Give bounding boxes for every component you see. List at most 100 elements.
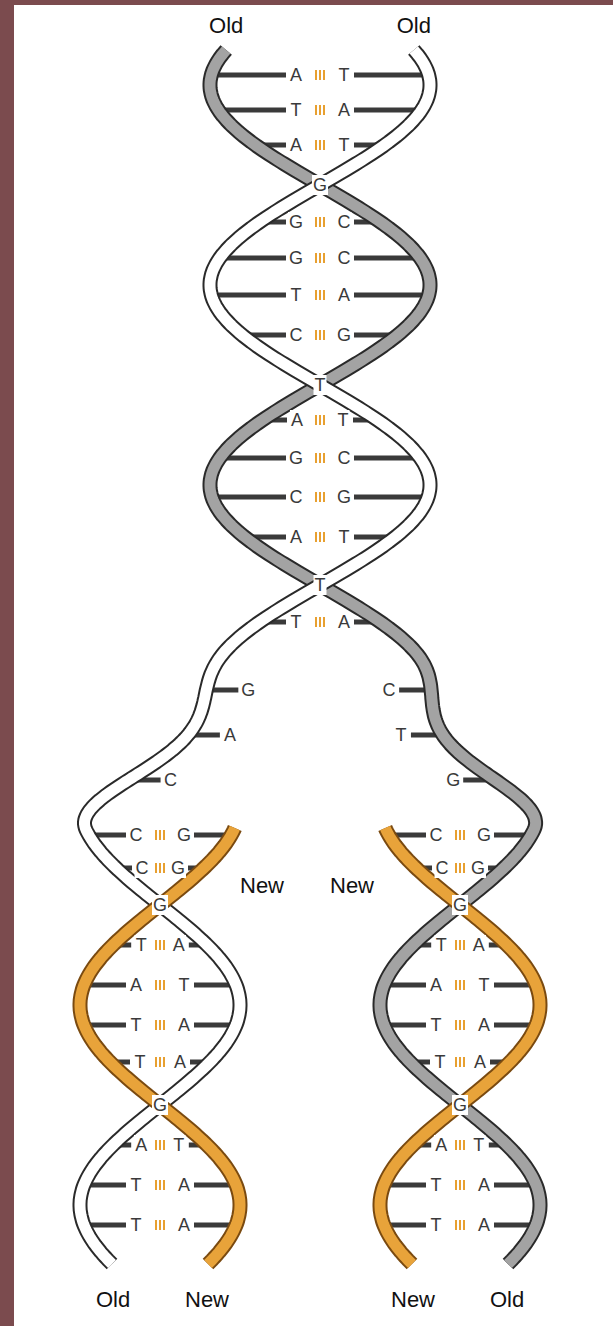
hydrogen-bond (459, 940, 461, 950)
base-letter: A (177, 1175, 191, 1195)
hydrogen-bond (323, 290, 325, 300)
base-letter: T (478, 975, 491, 995)
hydrogen-bond (323, 415, 325, 425)
hydrogen-bond (163, 1180, 165, 1190)
hydrogen-bond (159, 940, 161, 950)
base-letter: A (289, 527, 303, 547)
hydrogen-bond (155, 1020, 157, 1030)
hydrogen-bond (163, 1220, 165, 1230)
hydrogen-bond (459, 830, 461, 840)
hydrogen-bond (463, 1140, 465, 1150)
hydrogen-bond (455, 1220, 457, 1230)
base-letter: A (134, 1135, 148, 1155)
base-letter: A (223, 725, 237, 745)
base-letter: A (173, 1052, 187, 1072)
base-letter: G (336, 325, 352, 345)
hydrogen-bond (323, 330, 325, 340)
hydrogen-bond (319, 217, 321, 227)
hydrogen-bond (455, 1020, 457, 1030)
hydrogen-bond (463, 1020, 465, 1030)
base-letter: A (289, 65, 303, 85)
hydrogen-bond (155, 1057, 157, 1067)
base-letter: T (338, 527, 351, 547)
base-rung (211, 73, 286, 78)
hydrogen-bond (159, 1020, 161, 1030)
base-letter: A (477, 1215, 491, 1235)
base-letter: C (337, 448, 352, 468)
base-letter: A (477, 1015, 491, 1035)
base-letter: T (130, 1215, 143, 1235)
hydrogen-bond (315, 617, 317, 627)
hydrogen-bond (319, 253, 321, 263)
base-letter: C (337, 248, 352, 268)
hydrogen-bond (323, 217, 325, 227)
hydrogen-bond (319, 140, 321, 150)
hydrogen-bond (463, 980, 465, 990)
base-letter: C (429, 825, 444, 845)
base-letter: T (314, 575, 327, 595)
hydrogen-bond (319, 330, 321, 340)
hydrogen-bond (459, 1220, 461, 1230)
hydrogen-bond (163, 830, 165, 840)
hydrogen-bond (163, 980, 165, 990)
base-letter: G (176, 825, 192, 845)
strand-label: Old (490, 1289, 524, 1311)
old-strand (80, 50, 430, 1264)
new-strand (380, 828, 540, 1264)
base-letter: G (336, 487, 352, 507)
hydrogen-bond (159, 863, 161, 873)
strand-label: New (185, 1289, 229, 1311)
base-letter: T (290, 285, 303, 305)
hydrogen-bond (463, 940, 465, 950)
base-letter: T (135, 935, 148, 955)
hydrogen-bond (463, 1220, 465, 1230)
hydrogen-bond (459, 980, 461, 990)
hydrogen-bond (323, 70, 325, 80)
hydrogen-bond (463, 1180, 465, 1190)
hydrogen-bond (455, 980, 457, 990)
hydrogen-bond (155, 863, 157, 873)
base-letter: A (289, 135, 303, 155)
hydrogen-bond (315, 140, 317, 150)
base-letter: C (135, 858, 150, 878)
base-letter: G (170, 858, 186, 878)
base-letter: T (290, 100, 303, 120)
base-letter: T (178, 975, 191, 995)
hydrogen-bond (323, 453, 325, 463)
hydrogen-bond (155, 1180, 157, 1190)
base-letter: G (288, 448, 304, 468)
base-letter: A (290, 410, 304, 430)
hydrogen-bond (459, 863, 461, 873)
base-letter: A (172, 935, 186, 955)
new-strand (380, 828, 540, 1264)
hydrogen-bond (319, 290, 321, 300)
hydrogen-bond (163, 1140, 165, 1150)
hydrogen-bond (455, 1140, 457, 1150)
base-letter: C (382, 680, 397, 700)
base-letter: A (429, 975, 443, 995)
base-letter: G (452, 1095, 468, 1115)
hydrogen-bond (159, 830, 161, 840)
base-letter: A (129, 975, 143, 995)
strand-label: New (330, 875, 374, 897)
hydrogen-bond (459, 1020, 461, 1030)
hydrogen-bond (459, 1057, 461, 1067)
base-letter: A (177, 1215, 191, 1235)
hydrogen-bond (315, 105, 317, 115)
base-letter: G (445, 770, 461, 790)
hydrogen-bond (315, 415, 317, 425)
old-strand (210, 50, 540, 1264)
base-letter: G (288, 212, 304, 232)
hydrogen-bond (159, 980, 161, 990)
base-letter: T (434, 1052, 447, 1072)
base-rung (211, 293, 286, 298)
base-letter: T (430, 1015, 443, 1035)
hydrogen-bond (155, 1140, 157, 1150)
base-letter: T (338, 135, 351, 155)
base-letter: T (430, 1215, 443, 1235)
hydrogen-bond (319, 532, 321, 542)
base-letter: A (434, 1135, 448, 1155)
base-rung (212, 495, 286, 500)
